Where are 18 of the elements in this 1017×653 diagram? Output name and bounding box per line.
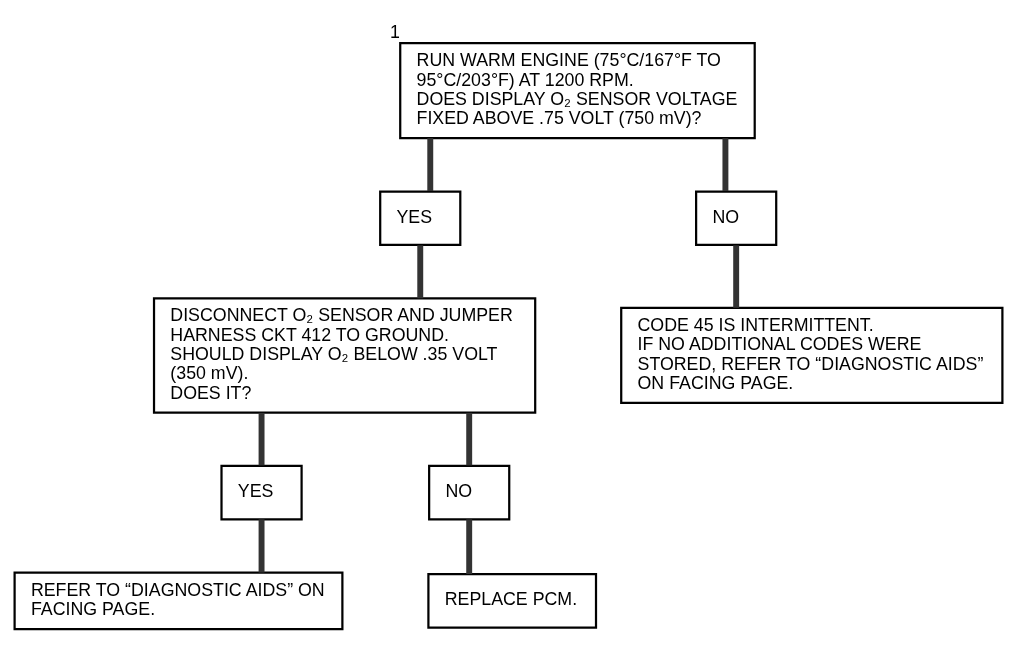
- connector: [258, 412, 265, 466]
- node-box: YES: [379, 190, 462, 247]
- node-box: YES: [220, 464, 303, 521]
- node-box: DISCONNECT O₂ SENSOR AND JUMPER HARNESS CKT 412 TO GROUND. SHOULD DISPLAY O₂ BELOW .35 VOLT (350 mV). DOES IT?: [152, 297, 537, 414]
- connector: [466, 412, 473, 466]
- node-box: CODE 45 IS INTERMITTENT. IF NO ADDITIONAL CODES WERE STORED, REFER TO “DIAGNOSTIC AIDS” ON FACING PAGE.: [620, 306, 1004, 404]
- node-box: REFER TO “DIAGNOSTIC AIDS” ON FACING PAGE.: [13, 571, 344, 631]
- node-box: RUN WARM ENGINE (75°C/167°F TO 95°C/203°F) AT 1200 RPM. DOES DISPLAY O₂ SENSOR VOLTAGE FIXED ABOVE .75 VOLT (750 mV)?: [399, 42, 756, 140]
- connector: [417, 245, 424, 299]
- connector: [733, 245, 740, 308]
- node-box: REPLACE PCM.: [427, 573, 598, 629]
- connector: [427, 138, 434, 192]
- connector: [466, 519, 473, 575]
- connector: [258, 519, 265, 573]
- connector: [722, 138, 729, 192]
- node-box: NO: [428, 464, 511, 521]
- node-box: NO: [695, 190, 778, 247]
- node-label: 1: [390, 22, 400, 43]
